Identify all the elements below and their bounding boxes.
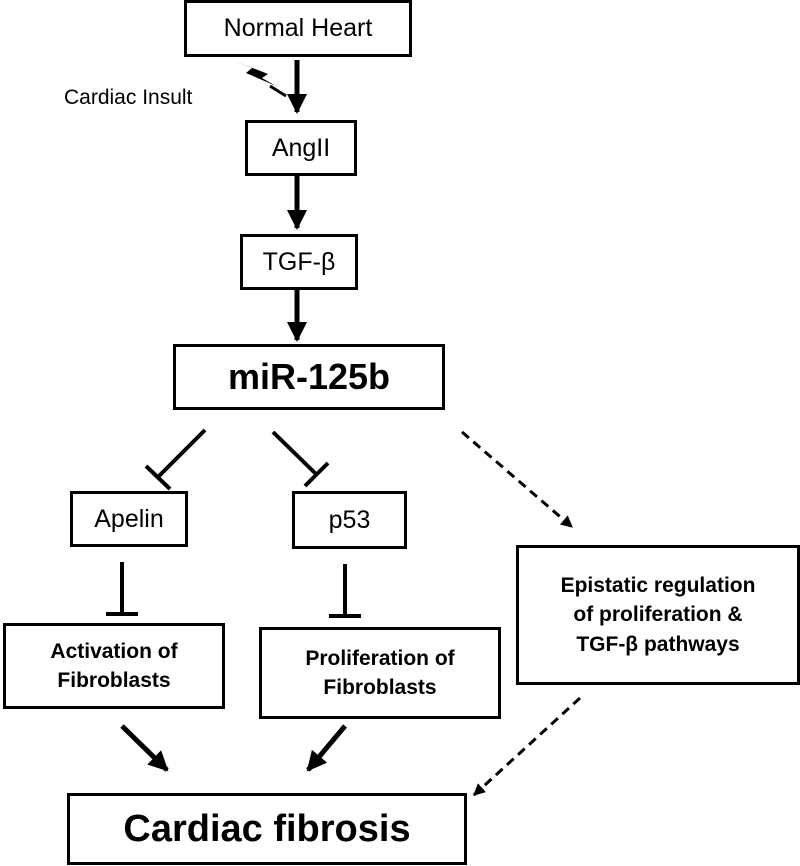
inhibit-apelin-to-activation bbox=[106, 562, 138, 616]
node-p53: p53 bbox=[292, 491, 407, 549]
inhibit-mir125b-to-apelin bbox=[144, 428, 207, 491]
node-epistatic-line1: Epistatic regulation bbox=[560, 573, 756, 597]
node-apelin-label: Apelin bbox=[94, 504, 164, 533]
arrow-proliferation-to-cardiac-fibrosis bbox=[306, 724, 347, 772]
lightning-bolt-icon bbox=[232, 60, 276, 86]
node-activation-of-fibroblasts: Activation of Fibroblasts bbox=[3, 623, 225, 709]
node-apelin: Apelin bbox=[70, 491, 188, 547]
node-tgf-beta-label: TGF-β bbox=[262, 247, 336, 276]
label-cardiac-insult: Cardiac Insult bbox=[64, 86, 192, 110]
node-normal-heart-label: Normal Heart bbox=[223, 14, 373, 42]
node-angii-label: AngII bbox=[271, 133, 331, 162]
inhibit-p53-to-proliferation bbox=[329, 564, 361, 618]
node-mir125b-label: miR-125b bbox=[227, 356, 391, 397]
arrow-activation-to-cardiac-fibrosis bbox=[120, 724, 169, 772]
node-epistatic-line3: TGF-β pathways bbox=[576, 632, 740, 656]
node-normal-heart: Normal Heart bbox=[184, 0, 412, 57]
node-tgf-beta: TGF-β bbox=[240, 234, 358, 290]
node-cardiac-fibrosis: Cardiac fibrosis bbox=[67, 793, 467, 865]
label-cardiac-insult-text: Cardiac Insult bbox=[64, 86, 193, 109]
node-epistatic-line2: of proliferation & bbox=[573, 603, 743, 627]
dashed-arrow-epistatic-to-cardiac-fibrosis bbox=[472, 696, 582, 797]
node-mir125b: miR-125b bbox=[173, 344, 445, 410]
node-angii: AngII bbox=[245, 120, 357, 176]
node-proliferation-line1: Proliferation of bbox=[305, 646, 455, 670]
dashed-arrow-mir125b-to-epistatic bbox=[461, 430, 573, 529]
node-p53-label: p53 bbox=[328, 505, 371, 534]
node-proliferation-of-fibroblasts: Proliferation of Fibroblasts bbox=[259, 627, 501, 719]
node-activation-line1: Activation of bbox=[50, 639, 178, 663]
insult-arrow bbox=[269, 84, 287, 98]
node-activation-line2: Fibroblasts bbox=[57, 669, 171, 692]
node-proliferation-line2: Fibroblasts bbox=[323, 676, 437, 699]
node-cardiac-fibrosis-label: Cardiac fibrosis bbox=[123, 807, 411, 850]
inhibit-mir125b-to-p53 bbox=[271, 430, 330, 488]
node-epistatic-regulation: Epistatic regulation of proliferation & … bbox=[516, 545, 800, 685]
